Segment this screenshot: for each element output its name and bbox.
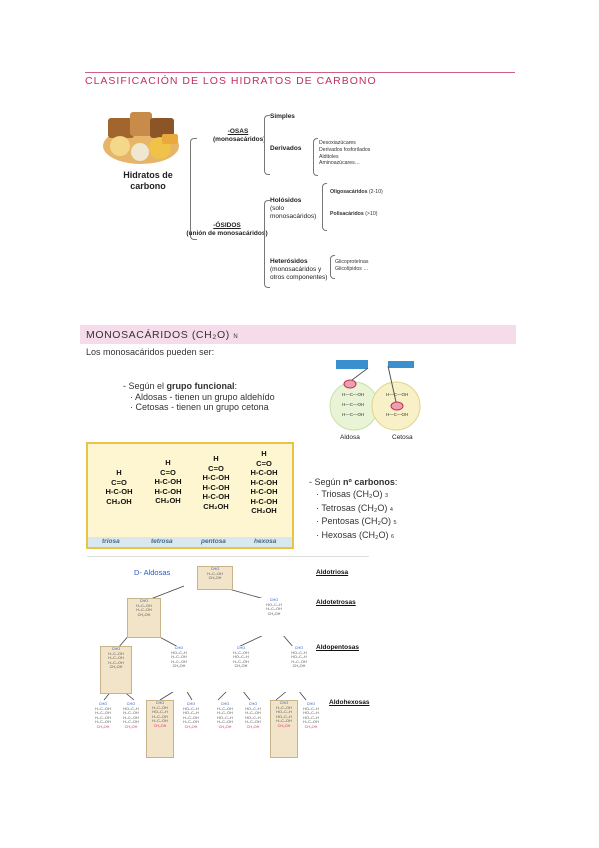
separator (87, 556, 369, 557)
tree-title: D- Aldosas (134, 568, 171, 577)
derivado-item: Alditoles (319, 153, 339, 160)
derivados-list: Desoxiazúcares Derivados fosforilados Al… (319, 140, 370, 167)
svg-text:H—C—OH: H—C—OH (342, 392, 364, 397)
level-aldohexosas: Aldohexosas (329, 699, 370, 706)
section-title-monosacaridos: MONOSACÁRIDOS (CH₂O) N (86, 329, 239, 341)
osas-brace (264, 115, 270, 175)
heterosido-item: Glicoproteínas (335, 259, 369, 265)
root-label: Hidratos de carbono (123, 170, 173, 191)
intro-text: Los monosacáridos pueden ser: (86, 347, 215, 357)
carbonos-item: · Triosas (CH₂O) 3 (316, 489, 389, 499)
cetosas-text: · Cetosas - tienen un grupo cetona (130, 402, 269, 412)
svg-text:H—C—OH: H—C—OH (342, 412, 364, 417)
heterosidos-list: Glicoproteínas Glicolípidos … (335, 259, 368, 273)
derivado-item: Aminoazúcares… (319, 160, 360, 167)
carbonos-list: · Triosas (CH₂O) 3 · Tetrosas (CH₂O) 4 ·… (316, 489, 397, 543)
level-aldopentosas: Aldopentosas (316, 644, 359, 651)
aldosa-cetosa-figure: H—C—OH H—C—OH H—C—OH H—C—OH H—C—OH (322, 358, 426, 444)
heterosidos-label: Heterósidos (monosacáridos y otros compo… (270, 258, 328, 281)
chem-label-hexosa: hexosa (254, 538, 277, 545)
simples-label: Simples (270, 113, 295, 120)
chem-label-pentosa: pentosa (201, 538, 226, 545)
osas-label: -OSAS(monosacáridos) (213, 128, 266, 143)
section-title-clasificacion: CLASIFICACIÓN DE LOS HIDRATOS DE CARBONO (85, 75, 377, 87)
osidos-brace (264, 200, 270, 288)
derivado-item: Desoxiazúcares (319, 140, 356, 146)
oligosacaridos-label: Oligosacáridos (2-10) (330, 189, 383, 195)
chem-label-tetrosa: tetrosa (151, 538, 173, 545)
grupo-funcional-heading: - Según el grupo funcional: (123, 381, 238, 391)
level-aldotetrosas: Aldotetrosas (316, 599, 356, 606)
food-image (100, 104, 182, 166)
carbonos-item: · Pentosas (CH₂O) 5 (316, 516, 397, 526)
derivados-brace (313, 138, 318, 176)
derivado-item: Derivados fosforilados (319, 146, 371, 153)
level-aldotriosa: Aldotriosa (316, 569, 349, 576)
chem-structures-box (86, 442, 294, 549)
aldosas-text: · Aldosas - tienen un grupo aldehído (130, 392, 275, 402)
heterosidos-brace (330, 255, 335, 279)
derivados-label: Derivados (270, 145, 302, 152)
svg-text:H—C—OH: H—C—OH (386, 412, 408, 417)
carbonos-item: · Tetrosas (CH₂O) 4 (316, 502, 393, 513)
section-band (80, 325, 516, 344)
polisacaridos-label: Polisacáridos (>10) (330, 211, 378, 217)
cetosa-caption: Cetosa (392, 434, 413, 441)
svg-text:H—C—OH: H—C—OH (342, 402, 364, 407)
chem-label-triosa: triosa (102, 538, 120, 545)
aldosa-caption: Aldosa (340, 434, 360, 441)
heterosido-item: Glicolípidos … (335, 265, 369, 272)
holosidos-label: Holósidos (solo monosacáridos) (270, 197, 317, 220)
carbonos-item: · Hexosas (CH₂O) 6 (316, 529, 395, 540)
holosidos-brace (322, 183, 327, 231)
chem-structures-footer (88, 537, 292, 547)
root-brace (190, 138, 197, 240)
svg-text:H—C—OH: H—C—OH (386, 392, 408, 397)
title-rule (85, 72, 515, 73)
osidos-label: -ÓSIDOS(unión de monosacáridos) (186, 222, 268, 237)
carbonos-heading: - Según nº carbonos: (309, 477, 398, 487)
